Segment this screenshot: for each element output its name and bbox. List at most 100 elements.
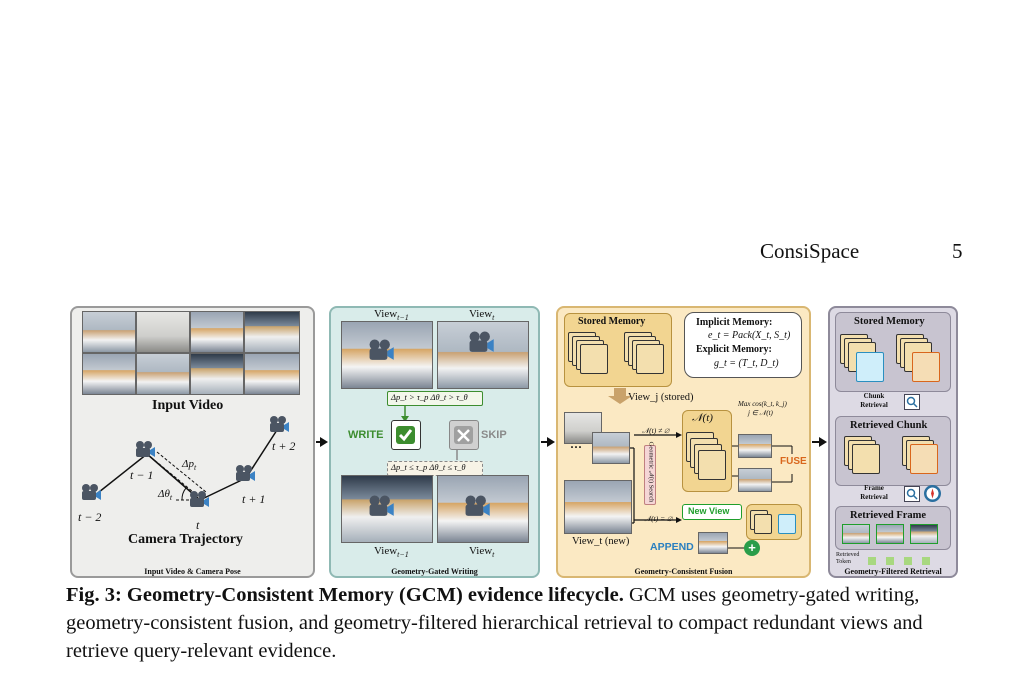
retrieved-token-label: Retrieved Token [836,552,860,565]
panel1-caption: Input Video & Camera Pose [144,567,241,576]
memory-chunk [580,344,608,374]
panel-geometry-consistent-fusion: Stored Memory Implicit Memory: e_t = Pac… [556,306,811,578]
append-view-image [698,532,728,554]
camera-trajectory-diagram [93,429,278,501]
panel-geometry-filtered-retrieval: Stored Memory Chunk Retrieval Retrieved … [828,306,958,578]
video-frame [190,353,244,395]
geometric-search-label: Geometric 𝒩(t) Search [647,441,655,503]
write-condition-box [387,391,483,406]
write-label: WRITE [348,429,384,441]
view-cur-top-label: Viewt [469,308,494,322]
search-icon [904,486,920,502]
check-icon [391,420,421,450]
skip-x-icon [449,420,479,450]
view-cur-bottom-sub: t [492,550,495,560]
new-view-image [564,480,632,534]
video-frame [244,311,300,353]
camera-icon [469,331,494,352]
camera-icon [369,339,394,360]
memory-chunk [852,444,880,474]
view-new-label: View_t (new) [572,536,630,547]
memory-chunk [636,344,664,374]
view-cur-top-sub: t [492,313,495,323]
memory-definition-bubble [684,312,802,378]
stored-view-image [592,432,630,464]
input-video-label: Input Video [152,398,224,413]
token-square [886,557,894,565]
implicit-formula: e_t = Pack(X_t, S_t) [708,330,791,341]
view-prev-bottom-sub: t−1 [397,550,409,560]
arrow-panel3-to-4 [812,437,827,447]
video-frame [82,311,136,353]
token-square [868,557,876,565]
page-number: 5 [952,239,963,263]
view-stored-label: View_j (stored) [628,392,694,403]
skip-condition-box [387,461,483,476]
fuse-view-image [738,468,772,492]
compass-icon [924,485,941,502]
view-prev-bottom-label: Viewt−1 [374,545,409,559]
view-cur-bottom-text: View [469,545,493,557]
camera-icon [369,495,394,516]
camera-icon [82,484,101,500]
label-t-plus-1: t + 1 [242,492,266,506]
view-cur-top-text: View [469,308,493,320]
panel2-caption: Geometry-Gated Writing [391,567,478,576]
memory-chunk-selected [856,352,884,382]
camera-icon [136,441,155,457]
append-plus-icon: + [744,540,760,556]
label-t: t [196,518,200,532]
memory-chunk-selected [912,352,940,382]
camera-icon [236,465,255,481]
delta-p-sub: t [193,463,197,473]
figure-caption: Fig. 3: Geometry-Consistent Memory (GCM)… [66,581,966,665]
write-condition-text: Δp_t > τ_p Δθ_t > τ_θ [391,392,468,402]
skip-label: SKIP [481,429,507,441]
token-square [904,557,912,565]
implicit-memory-label: Implicit Memory: [696,317,773,328]
retrieved-frame-image [842,524,870,544]
label-delta-theta: Δθt [158,488,172,502]
view-cur-bottom-label: Viewt [469,545,494,559]
arrow-panel1-to-2 [316,437,328,447]
video-frame [82,353,136,395]
camera-icon [190,491,209,507]
camera-icon [270,416,289,432]
video-frame [244,353,300,395]
view-prev-bottom-text: View [374,545,398,557]
panel-geometry-gated-writing: Viewt−1 Viewt Δp_t > τ_p Δθ_t > τ_θ WRIT… [329,306,540,578]
fuse-view-image [738,434,772,458]
camera-icon [465,495,490,516]
retrieved-frame-label: Retrieved Frame [850,510,927,521]
fuse-label: FUSE [780,456,807,467]
video-frame [136,311,190,353]
stored-memory-label: Stored Memory [578,316,646,327]
view-prev-top-text: View [374,308,398,320]
token-square [922,557,930,565]
append-label: APPEND [650,541,694,553]
frame-retrieval-label: Frame Retrieval [860,484,888,501]
explicit-formula: g_t = (T_t, D_t) [714,358,779,369]
new-view-label: New View [688,506,730,516]
arrow-panel2-to-3 [541,437,555,447]
label-t-minus-1: t − 1 [130,468,154,482]
figure-caption-body: GCM uses geometry-gated writing, geometr… [66,584,923,662]
neighbor-nonempty-label: 𝒩(t) ≠ ∅ [642,426,670,435]
panel-input-video: Input Video t − 2 t − 1 Δpt Δθt t t + 1 … [70,306,315,578]
neighbor-empty-label: 𝒩(t) = ∅ [644,514,673,523]
panel4-caption: Geometry-Filtered Retrieval [844,567,942,576]
stored-memory-label: Stored Memory [854,316,925,327]
label-t-minus-2: t − 2 [78,510,102,524]
memory-chunk [754,514,772,534]
view-prev-top-label: Viewt−1 [374,308,409,322]
retrieved-chunk-label: Retrieved Chunk [850,420,928,431]
ellipsis-label: ··· [570,440,583,454]
chunk-retrieval-label: Chunk Retrieval [860,392,888,409]
n-t-label: 𝒩(t) [692,412,713,424]
geometric-search-box [644,445,656,505]
retrieved-frame-image [910,524,938,544]
video-frame [190,311,244,353]
max-cos-label: Max cos(k_t, k_j) [738,400,787,408]
camera-trajectory-label: Camera Trajectory [128,532,243,547]
label-t-plus-2: t + 2 [272,439,296,453]
